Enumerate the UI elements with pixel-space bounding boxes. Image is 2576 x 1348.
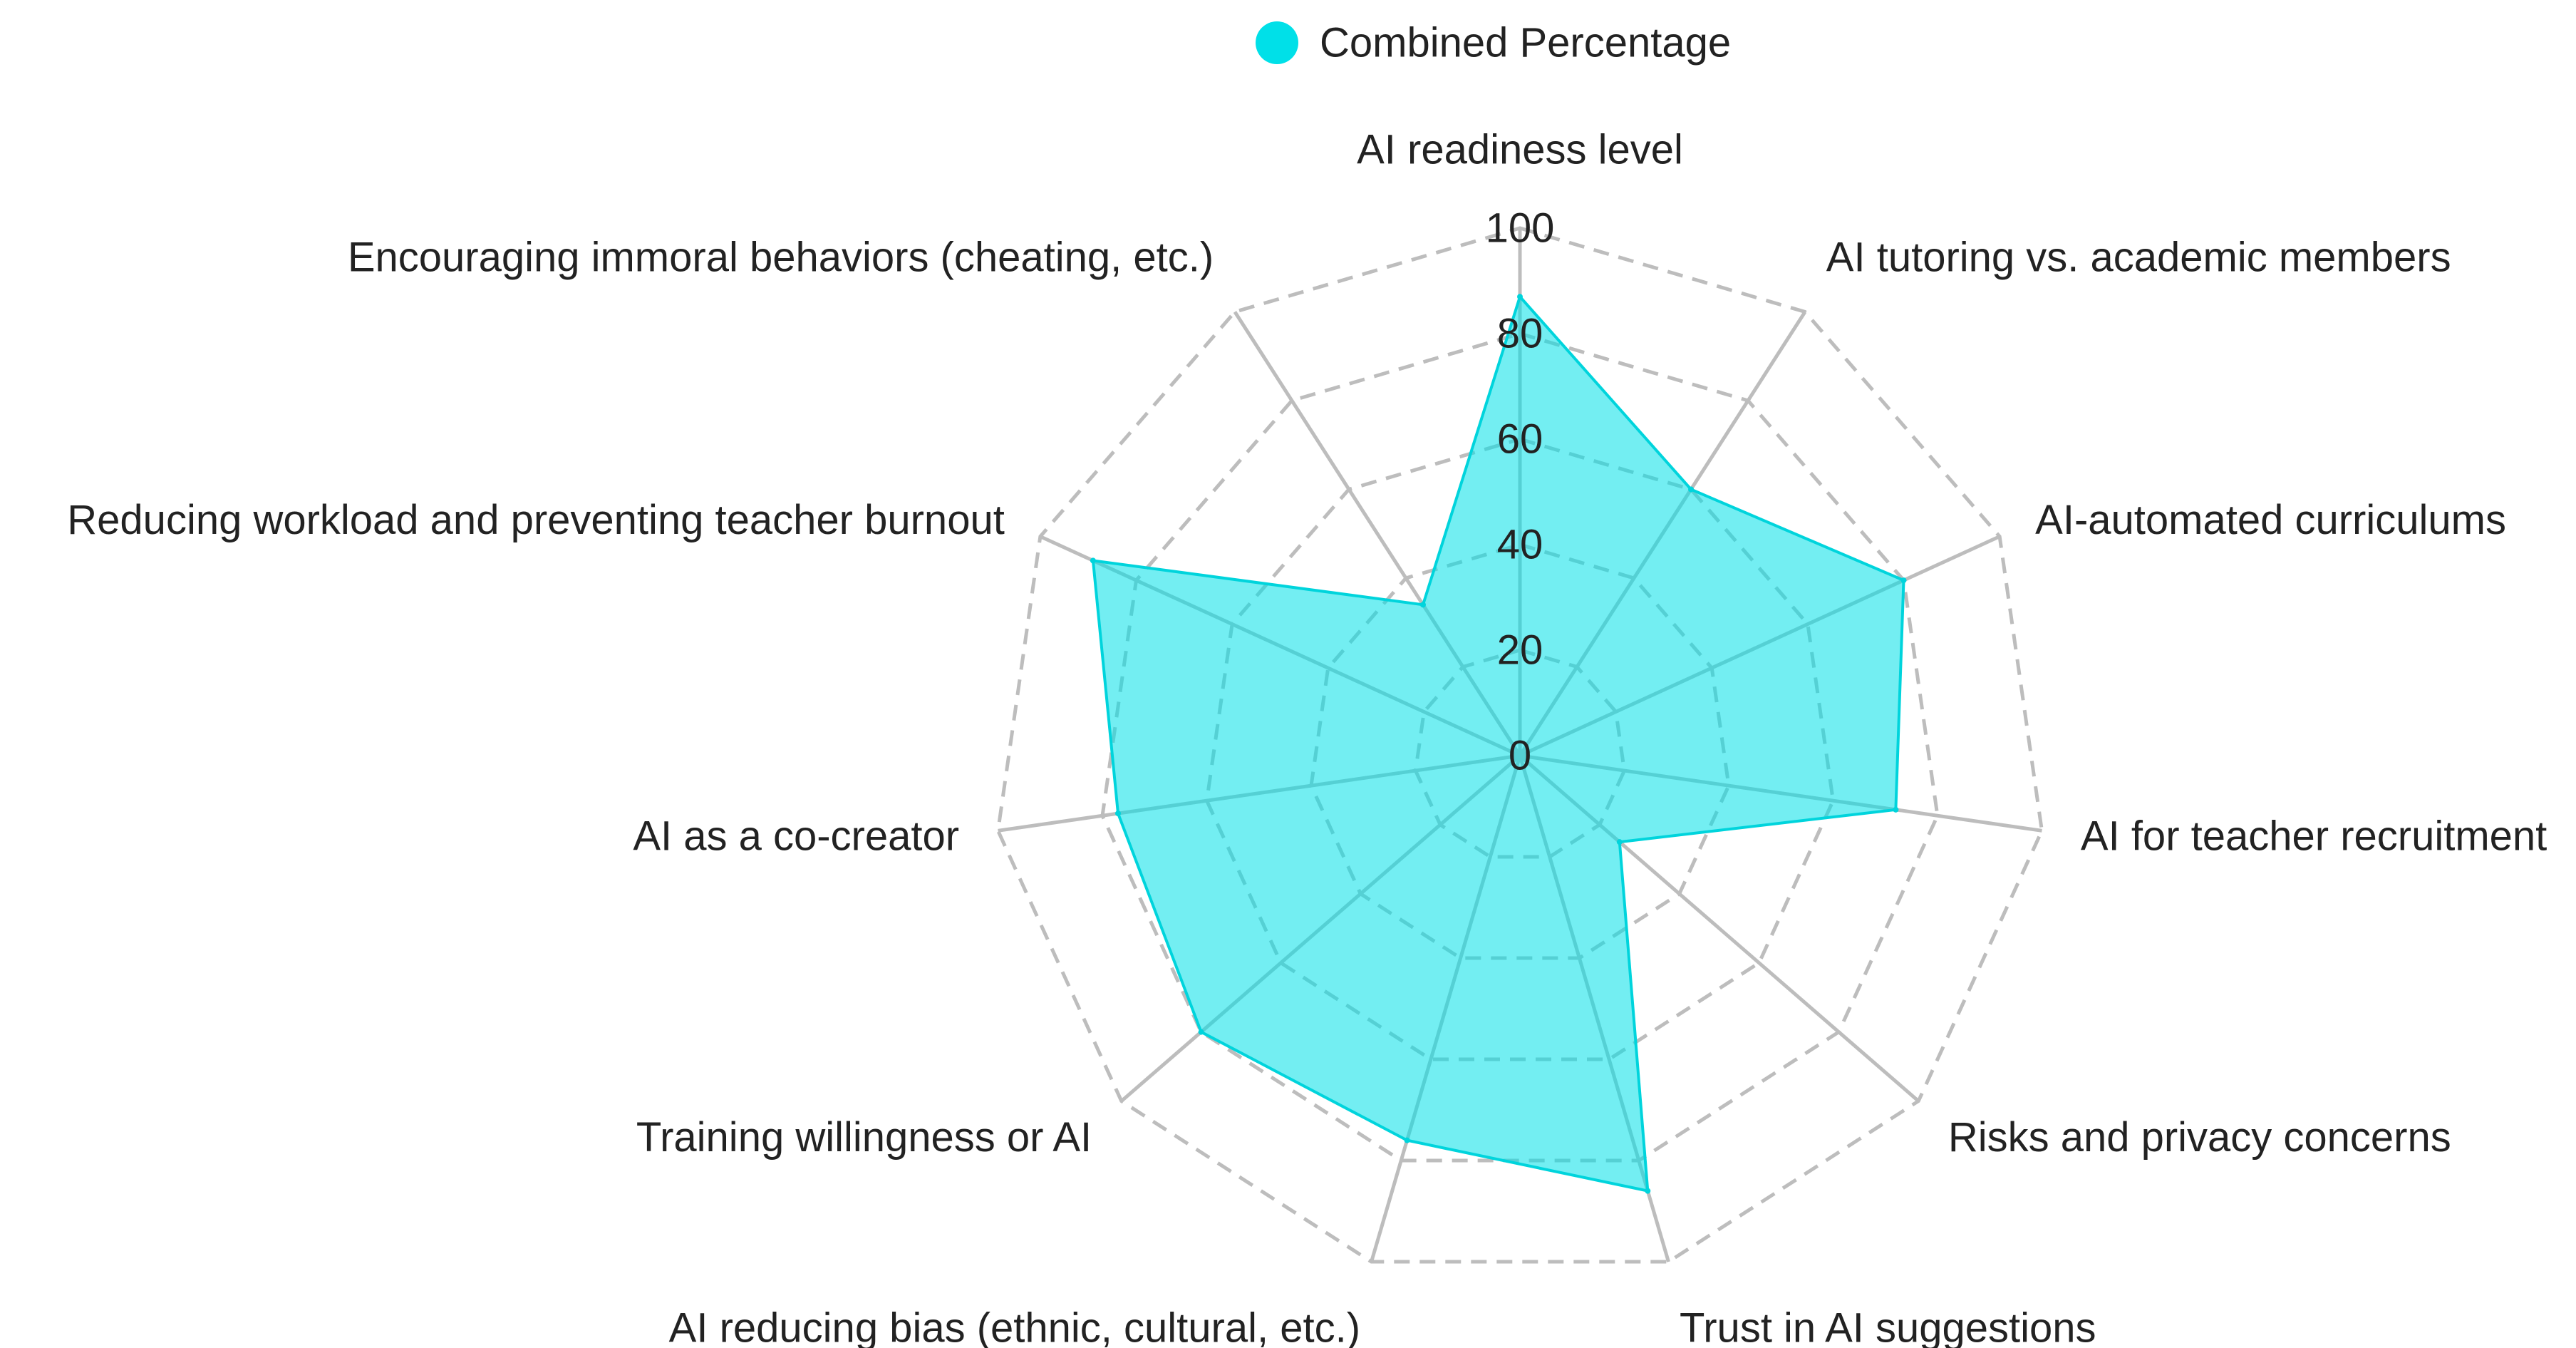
axis-label: Training willingness or AI <box>636 1114 1092 1161</box>
data-point[interactable] <box>1893 806 1899 813</box>
data-point[interactable] <box>1404 1137 1410 1143</box>
tick-label: 0 <box>1509 733 1531 779</box>
axis-label: AI-automated curriculums <box>2035 497 2506 543</box>
legend-label: Combined Percentage <box>1320 20 1731 66</box>
tick-layer: 0 20 40 60 80 100 <box>1486 205 1555 779</box>
axis-label: AI reducing bias (ethnic, cultural, etc.… <box>669 1305 1360 1348</box>
data-point[interactable] <box>1645 1188 1651 1194</box>
data-point[interactable] <box>1517 294 1523 300</box>
data-point[interactable] <box>1198 1029 1204 1035</box>
data-point[interactable] <box>1419 602 1426 608</box>
tick-label: 20 <box>1497 627 1543 674</box>
legend-marker <box>1256 21 1298 64</box>
grid-ring <box>995 226 2044 1264</box>
axis-label: AI for teacher recruitment <box>2081 813 2547 860</box>
series-area <box>1091 294 1905 1193</box>
axis-label: AI tutoring vs. academic members <box>1826 235 2451 281</box>
axis-label: AI as a co-creator <box>633 813 959 860</box>
axis-label: Reducing workload and preventing teacher… <box>67 497 1005 543</box>
data-point[interactable] <box>1616 839 1623 845</box>
axis-label: AI readiness level <box>1357 127 1683 173</box>
legend[interactable]: Combined Percentage <box>1256 20 1731 66</box>
tick-label: 80 <box>1497 311 1543 357</box>
axis-label: Risks and privacy concerns <box>1948 1114 2451 1161</box>
axis-label: Encouraging immoral behaviors (cheating,… <box>348 235 1214 281</box>
tick-label: 100 <box>1486 205 1555 252</box>
data-point[interactable] <box>1900 577 1907 584</box>
series-layer <box>1090 294 1907 1194</box>
data-point[interactable] <box>1090 557 1096 564</box>
data-point[interactable] <box>1688 486 1695 493</box>
data-point[interactable] <box>1114 811 1121 817</box>
axis-label: Trust in AI suggestions <box>1680 1305 2096 1348</box>
tick-label: 40 <box>1497 522 1543 568</box>
tick-label: 60 <box>1497 416 1543 463</box>
axis-label-layer: AI readiness level AI tutoring vs. academ… <box>67 127 2547 1348</box>
